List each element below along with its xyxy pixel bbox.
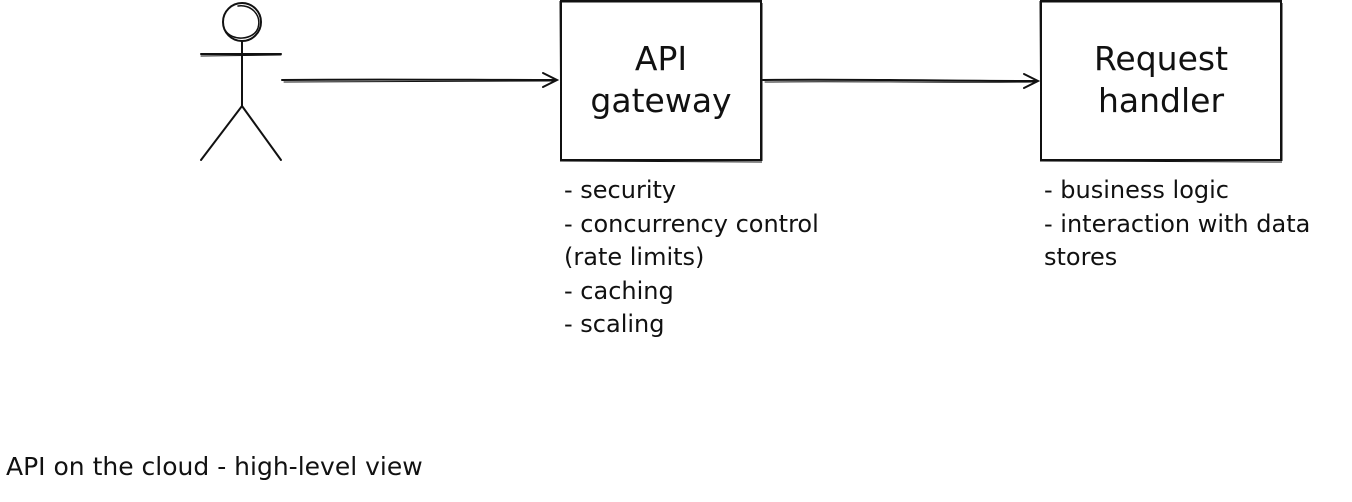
request-handler-label: Request handler: [1041, 38, 1281, 122]
note-line: - concurrency control: [564, 209, 819, 238]
api-gateway-box: [559, 0, 763, 163]
note-line: stores: [1044, 243, 1118, 271]
note-line: - scaling: [564, 310, 665, 338]
note-line: - security: [564, 176, 677, 204]
note-line: - business logic: [1044, 176, 1229, 204]
arrow-actor-to-gateway: [281, 72, 560, 88]
note-line: - interaction with data: [1044, 209, 1311, 238]
diagram-caption: API on the cloud - high-level view: [6, 452, 423, 481]
request-handler-label-line: Request: [1093, 39, 1229, 78]
request-handler-box: [1039, 0, 1283, 163]
note-line: - caching: [564, 276, 674, 305]
arrow-gateway-to-handler: [762, 73, 1041, 89]
stick-figure-icon: [200, 2, 282, 161]
note-line: (rate limits): [564, 243, 705, 271]
api-gateway-label-line: gateway: [590, 81, 732, 120]
request-handler-notes: - business logic - interaction with data…: [1044, 174, 1310, 275]
api-gateway-label-line: API: [634, 39, 688, 78]
request-handler-label-line: handler: [1097, 81, 1225, 120]
api-gateway-notes: - security - concurrency control (rate l…: [564, 174, 819, 342]
api-gateway-label: API gateway: [561, 38, 761, 122]
